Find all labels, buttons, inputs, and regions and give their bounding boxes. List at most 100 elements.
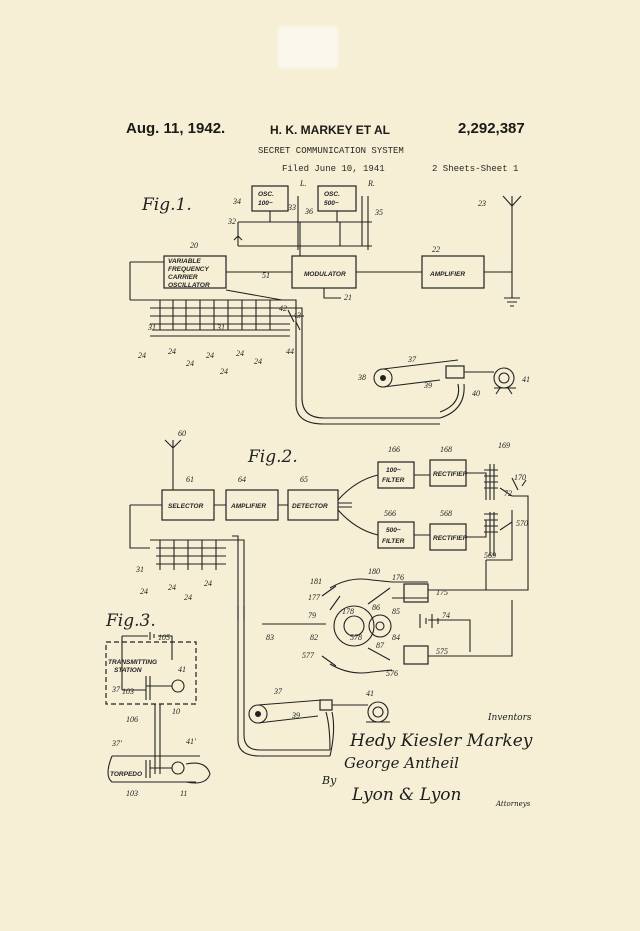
motor-41 [493, 367, 515, 389]
gear-79 [333, 605, 375, 647]
filed-date: Filed June 10, 1941 [282, 164, 385, 174]
svg-text:105: 105 [158, 633, 170, 642]
svg-text:170: 170 [514, 473, 526, 482]
amplifier-label: AMPLIFIER [429, 271, 465, 278]
svg-text:74: 74 [442, 611, 450, 620]
by-label: By [321, 774, 337, 787]
osc-500-label-line2: 500~ [324, 200, 339, 207]
svg-text:44: 44 [286, 347, 294, 356]
svg-text:21: 21 [344, 293, 352, 302]
svg-text:575: 575 [436, 647, 448, 656]
svg-text:39: 39 [423, 381, 432, 390]
svg-text:33: 33 [287, 203, 296, 212]
motor-fig2 [367, 701, 389, 723]
svg-text:103: 103 [126, 789, 138, 798]
svg-text:36: 36 [304, 207, 313, 216]
svg-text:570: 570 [516, 519, 528, 528]
torpedo-label: TORPEDO [110, 771, 142, 778]
signature-antheil: George Antheil [344, 754, 459, 772]
osc-500-box [317, 185, 357, 212]
svg-text:31: 31 [135, 565, 144, 574]
filter100-line1: 100~ [386, 467, 401, 474]
svg-text:34: 34 [232, 197, 241, 206]
svg-text:41: 41 [178, 665, 186, 674]
svg-text:37: 37 [407, 355, 417, 364]
inventors-label: Inventors [487, 713, 532, 723]
svg-text:39: 39 [291, 711, 300, 720]
svg-text:64: 64 [238, 475, 246, 484]
svg-text:41': 41' [186, 737, 196, 746]
osc-100-label-line2: 100~ [258, 200, 273, 207]
svg-text:569: 569 [484, 551, 496, 560]
transmitting-station-box [105, 641, 197, 705]
svg-text:43: 43 [293, 311, 301, 320]
fig1-label: Fig.1. [141, 195, 192, 215]
svg-text:37: 37 [111, 685, 121, 694]
svg-text:79: 79 [308, 611, 316, 620]
svg-text:84: 84 [392, 633, 400, 642]
svg-text:38: 38 [357, 373, 366, 382]
relay-175 [403, 583, 429, 603]
fig2-label: Fig.2. [247, 447, 298, 467]
svg-text:166: 166 [388, 445, 400, 454]
svg-text:20: 20 [190, 241, 198, 250]
svg-text:41: 41 [522, 375, 530, 384]
detector-label: DETECTOR [292, 503, 328, 510]
patent-date: Aug. 11, 1942. [126, 120, 226, 137]
svg-text:103: 103 [122, 687, 134, 696]
svg-text:24: 24 [204, 579, 212, 588]
filter500-line2: FILTER [382, 538, 405, 545]
svg-text:566: 566 [384, 509, 396, 518]
fig3-label: Fig.3. [105, 611, 156, 631]
svg-text:24: 24 [140, 587, 148, 596]
svg-text:L.: L. [299, 179, 306, 188]
svg-text:24: 24 [220, 367, 228, 376]
svg-text:168: 168 [440, 445, 452, 454]
filter500-line1: 500~ [386, 527, 401, 534]
vfco-line2: FREQUENCY [168, 266, 209, 273]
svg-text:32: 32 [227, 217, 236, 226]
svg-text:37: 37 [273, 687, 283, 696]
svg-text:576: 576 [386, 669, 398, 678]
svg-text:106: 106 [126, 715, 138, 724]
svg-text:10: 10 [172, 707, 180, 716]
inventor-name: H. K. MARKEY ET AL [270, 123, 391, 137]
svg-text:23: 23 [478, 199, 486, 208]
filter-100-box [377, 461, 415, 489]
rectifier2-label: RECTIFIER [433, 535, 468, 542]
svg-text:82: 82 [310, 633, 318, 642]
svg-text:175: 175 [436, 588, 448, 597]
svg-text:61: 61 [186, 475, 194, 484]
sheet-number: 2 Sheets-Sheet 1 [432, 164, 519, 174]
selector-label: SELECTOR [168, 503, 204, 510]
gear-86 [368, 614, 392, 638]
osc-100-box [251, 185, 289, 212]
svg-text:181: 181 [310, 577, 322, 586]
svg-text:22: 22 [432, 245, 440, 254]
svg-text:86: 86 [372, 603, 380, 612]
patent-number: 2,292,387 [458, 120, 525, 137]
osc-100-label-line1: OSC. [258, 191, 274, 198]
svg-text:85: 85 [392, 607, 400, 616]
svg-text:578: 578 [350, 633, 362, 642]
svg-text:577: 577 [302, 651, 315, 660]
svg-text:178: 178 [342, 607, 354, 616]
fig2-reference-numerals: 61 64 65 166 168 169 170 72 570 566 568 … [135, 441, 528, 720]
svg-text:R.: R. [367, 179, 375, 188]
svg-text:35: 35 [374, 208, 383, 217]
svg-text:11: 11 [180, 789, 187, 798]
filter100-line2: FILTER [382, 477, 405, 484]
svg-text:31: 31 [147, 323, 156, 332]
attorneys-label: Attorneys [495, 800, 531, 808]
svg-text:24: 24 [184, 593, 192, 602]
svg-text:176: 176 [392, 573, 404, 582]
modulator-label: MODULATOR [304, 271, 346, 278]
svg-text:180: 180 [368, 567, 380, 576]
signature-markey: Hedy Kiesler Markey [349, 731, 533, 751]
tx-station-line1: TRANSMITTING [108, 659, 157, 666]
rectifier1-label: RECTIFIER [433, 471, 468, 478]
svg-text:24: 24 [168, 347, 176, 356]
patent-title: SECRET COMMUNICATION SYSTEM [258, 146, 404, 156]
